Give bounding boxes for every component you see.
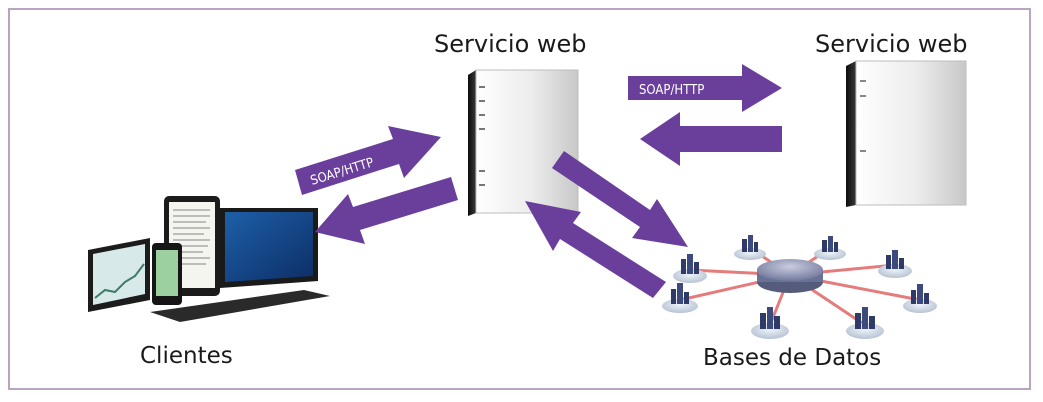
web-service-right-label: Servicio web [815,30,968,58]
databases-label: Bases de Datos [703,345,882,371]
arrow-soap-top [628,64,782,112]
laptop-icon [150,208,330,322]
phone-icon [152,243,182,305]
arrow-soap-left [295,126,441,195]
tablet-icon [164,196,220,296]
server-icon-center [468,69,579,216]
tablet-left-icon [88,238,150,312]
soap-top-label: SOAP/HTTP [639,83,704,98]
server-icon-right [846,60,967,207]
database-hub-icon [757,259,823,293]
arrow-group [295,64,782,298]
arrow-return-top [640,112,782,166]
arrow-from-db [525,201,666,298]
web-service-center-label: Servicio web [434,30,587,58]
clients-label: Clientes [140,343,233,369]
arrow-to-db [552,151,688,247]
arrow-return-left [315,177,458,244]
city-node-icon-group [662,235,937,339]
